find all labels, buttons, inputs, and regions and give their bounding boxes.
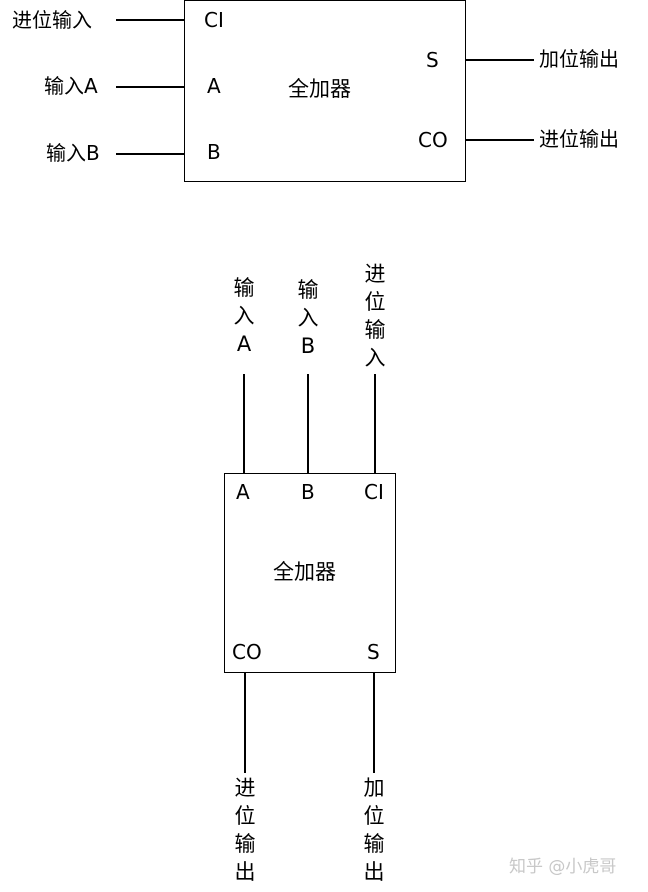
input-label-b-1: 输入B <box>46 141 100 165</box>
pin-s-2: S <box>367 640 380 664</box>
pin-ci-2: CI <box>364 480 384 504</box>
full-adder-title-2: 全加器 <box>273 560 336 584</box>
output-wire-co-1 <box>466 139 534 141</box>
input-wire-ci-1 <box>116 19 184 21</box>
input-label-carry-in-2: 进 位 输 入 <box>364 262 386 370</box>
full-adder-title-1: 全加器 <box>288 77 351 101</box>
pin-co-1: CO <box>418 128 448 152</box>
full-adder-block-1 <box>184 0 466 182</box>
input-wire-ci-2 <box>374 374 376 473</box>
pin-b-1: B <box>207 140 221 164</box>
output-label-carry-out-1: 进位输出 <box>539 127 619 151</box>
input-label-a-2: 输 入 A <box>233 276 255 356</box>
output-label-carry-out-2: 进 位 输 出 <box>234 776 256 884</box>
output-wire-s-1 <box>466 59 534 61</box>
output-label-sum-1: 加位输出 <box>539 47 619 71</box>
pin-a-2: A <box>236 480 250 504</box>
input-wire-b-1 <box>116 153 184 155</box>
input-wire-b-2 <box>307 374 309 473</box>
output-wire-s-2 <box>373 673 375 773</box>
output-label-sum-2: 加 位 输 出 <box>363 776 385 884</box>
input-wire-a-2 <box>243 374 245 473</box>
pin-ci-1: CI <box>204 8 224 32</box>
watermark: 知乎 @小虎哥 <box>509 857 617 877</box>
pin-s-1: S <box>426 48 439 72</box>
output-wire-co-2 <box>244 673 246 773</box>
pin-a-1: A <box>207 74 221 98</box>
input-label-carry-in-1: 进位输入 <box>12 8 92 32</box>
pin-b-2: B <box>301 480 315 504</box>
full-adder-block-2 <box>224 473 396 673</box>
input-wire-a-1 <box>116 86 184 88</box>
input-label-b-2: 输 入 B <box>297 278 319 358</box>
input-label-a-1: 输入A <box>44 74 98 98</box>
pin-co-2: CO <box>232 640 262 664</box>
